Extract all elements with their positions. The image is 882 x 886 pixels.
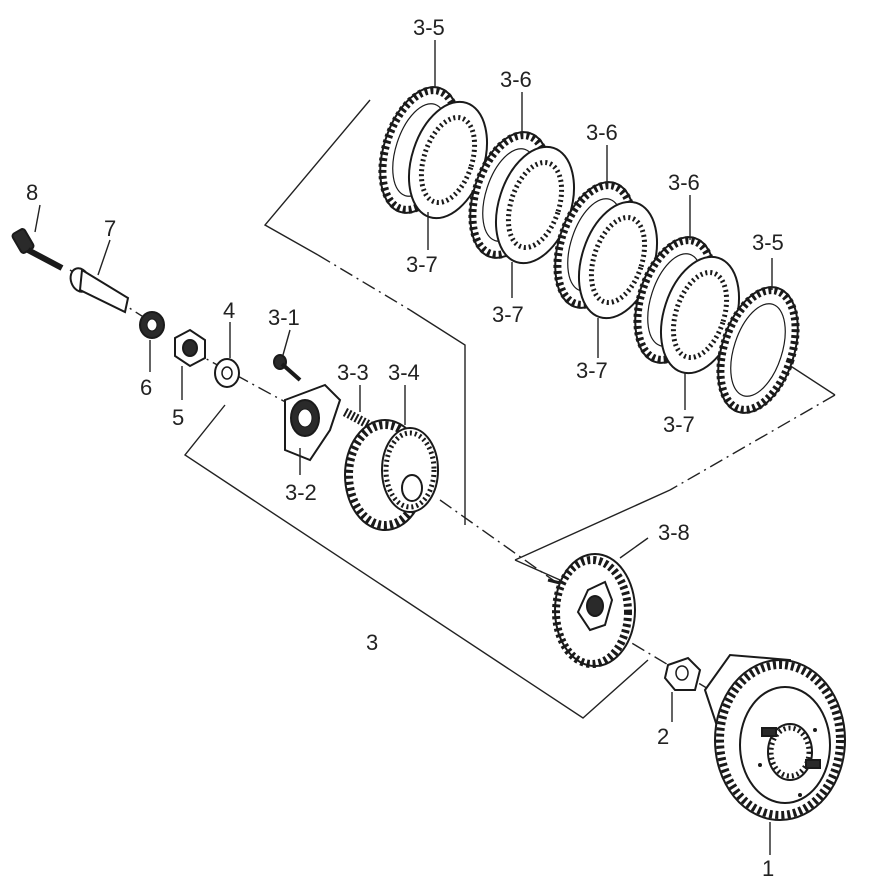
bolt-8 bbox=[11, 204, 64, 271]
label-3-7-first: 3-7 bbox=[406, 252, 438, 277]
label-3-7-second: 3-7 bbox=[492, 302, 524, 327]
plate-leaders bbox=[427, 40, 773, 410]
pressure-plate-3-8 bbox=[547, 537, 649, 668]
label-3-2: 3-2 bbox=[285, 480, 317, 505]
shaft-7 bbox=[69, 239, 130, 314]
label-5: 5 bbox=[172, 405, 184, 430]
label-3: 3 bbox=[366, 630, 378, 655]
label-3-7-fourth: 3-7 bbox=[663, 412, 695, 437]
label-3-5-top: 3-5 bbox=[413, 15, 445, 40]
clutch-outer-1 bbox=[703, 653, 846, 855]
clutch-hub-3-4 bbox=[344, 385, 439, 531]
label-6: 6 bbox=[140, 375, 152, 400]
washer-4 bbox=[214, 322, 240, 388]
label-3-6-third: 3-6 bbox=[668, 170, 700, 195]
steel-plate-3-7-a bbox=[408, 100, 488, 220]
label-7: 7 bbox=[104, 216, 116, 241]
lifter-plate-3-2 bbox=[284, 383, 342, 475]
spring-3-3 bbox=[342, 385, 378, 432]
nut-5 bbox=[174, 328, 206, 400]
label-3-6-first: 3-6 bbox=[500, 67, 532, 92]
washer-2 bbox=[663, 656, 702, 722]
assembly-outline bbox=[183, 99, 836, 719]
label-2: 2 bbox=[657, 724, 669, 749]
bearing-6 bbox=[139, 311, 165, 372]
label-3-7-third: 3-7 bbox=[576, 358, 608, 383]
label-3-1: 3-1 bbox=[268, 305, 300, 330]
label-3-5-right: 3-5 bbox=[752, 230, 784, 255]
label-8: 8 bbox=[26, 180, 38, 205]
friction-plate-3-5-b bbox=[716, 286, 800, 414]
label-4: 4 bbox=[223, 298, 235, 323]
bolt-3-1 bbox=[273, 329, 302, 382]
label-3-8: 3-8 bbox=[658, 520, 690, 545]
label-3-6-second: 3-6 bbox=[586, 120, 618, 145]
label-1: 1 bbox=[762, 856, 774, 881]
label-3-3: 3-3 bbox=[337, 360, 369, 385]
label-3-4: 3-4 bbox=[388, 360, 420, 385]
